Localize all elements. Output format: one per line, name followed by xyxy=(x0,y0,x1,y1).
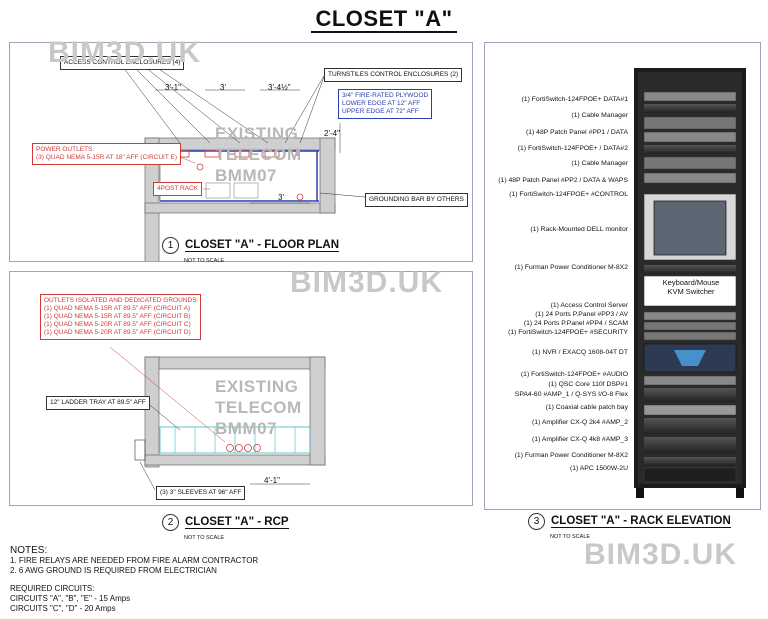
rack-title: CLOSET "A" - RACK ELEVATION xyxy=(551,515,731,528)
rack-label: (1) FortiSwitch-124FPOE+ #AUDIO xyxy=(520,371,628,378)
outlet-line-a: (1) QUAD NEMA 5-15R AT 89.5" AFF (CIRCUI… xyxy=(44,305,191,312)
existing-line-1: EXISTING xyxy=(215,124,299,143)
note-item: 2. 6 AWG GROUND IS REQUIRED FROM ELECTRI… xyxy=(10,566,217,575)
rack-label: (1) Rack-Mounted DELL monitor xyxy=(530,226,628,233)
rcp-panel: OUTLETS ISOLATED AND DEDICATED GROUNDS (… xyxy=(9,271,473,506)
dim-5: 3' xyxy=(278,193,284,202)
dim-4: 2'-4" xyxy=(324,129,340,138)
power-outlets-line-1: POWER OUTLETS xyxy=(36,146,93,153)
plywood-note: 3/4" FIRE-RATED PLYWOOD LOWER EDGE AT 12… xyxy=(338,89,433,119)
rcp-existing-telecom-label: EXISTING TELECOM BMM07 xyxy=(215,376,302,439)
note-item: 1. FIRE RELAYS ARE NEEDED FROM FIRE ALAR… xyxy=(10,556,259,565)
outlet-line-b: (1) QUAD NEMA 5-15R AT 89.5" AFF (CIRCUI… xyxy=(44,313,191,320)
outlets-note: OUTLETS ISOLATED AND DEDICATED GROUNDS (… xyxy=(40,294,201,340)
kvm-line-1: Keyboard/Mouse xyxy=(662,278,720,287)
sleeves-note: (3) 3" SLEEVES AT 96" AFF xyxy=(156,486,246,500)
power-outlets-note: POWER OUTLETS (3) QUAD NEMA 5-15R AT 18"… xyxy=(32,143,182,165)
rack-label: (1) QSC Core 110f DSP#1 xyxy=(548,381,628,388)
dim-1: 3'-1" xyxy=(165,83,181,92)
rcp-label: 2 CLOSET "A" - RCP NOT TO SCALE xyxy=(162,514,289,541)
rack-label: (1) Coaxial cable patch bay xyxy=(545,404,628,411)
rack-label: (1) Amplifier CX-Q 4k8 #AMP_3 xyxy=(532,436,628,443)
existing-line-3: BMM07 xyxy=(215,166,278,185)
rack-label: (1) 48P Patch Panel #PP1 / DATA xyxy=(525,129,628,136)
rack-label: (1) Cable Manager xyxy=(571,160,628,167)
required-circuit-item: CIRCUITS "A", "B", "E" - 15 Amps xyxy=(10,594,131,603)
notes-heading: NOTES: xyxy=(10,545,48,556)
ladder-tray-note: 12" LADDER TRAY AT 89.5" AFF xyxy=(46,396,150,410)
outlet-line-c: (1) QUAD NEMA 5-20R AT 89.5" AFF (CIRCUI… xyxy=(44,321,191,328)
label-number-3: 3 xyxy=(528,513,545,530)
rack-label: (1) 48P Patch Panel #PP2 / DATA & WAPS xyxy=(498,177,628,184)
dim-2: 3' xyxy=(220,83,226,92)
rcp-dim: 4'-1" xyxy=(264,476,280,485)
watermark: BIM3D.UK xyxy=(48,36,202,69)
rack-label: (1) FortiSwitch-124FPOE+ #CONTROL xyxy=(509,191,628,198)
rack-label: (1) FortiSwitch-124FPOE+ / DATA#2 xyxy=(517,145,628,152)
plywood-line-2: LOWER EDGE AT 12" AFF xyxy=(342,100,421,107)
rcp-drawing xyxy=(109,346,326,491)
rack-cabinet xyxy=(634,68,746,498)
page-title: CLOSET "A" xyxy=(0,6,768,33)
label-number-1: 1 xyxy=(162,237,179,254)
dim-3: 3'-4½" xyxy=(268,83,291,92)
rcp-existing-line-3: BMM07 xyxy=(215,419,278,438)
rcp-subtitle: NOT TO SCALE xyxy=(184,535,225,541)
floor-plan-label: 1 CLOSET "A" - FLOOR PLAN NOT TO SCALE xyxy=(162,237,340,264)
power-outlets-line-2: (3) QUAD NEMA 5-15R AT 18" AFF (CIRCUIT … xyxy=(36,154,178,161)
existing-line-2: TELECOM xyxy=(215,145,302,164)
floor-plan-title: CLOSET "A" - FLOOR PLAN xyxy=(185,239,340,252)
rack-label: SPA4-60 #AMP_1 / Q-SYS I/O-8 Flex xyxy=(514,391,628,398)
rack-label: (1) NVR / EXACQ 1608-04T DT xyxy=(532,349,628,356)
rack-label: (1) 24 Ports P.Panel #PP4 / SCAM xyxy=(523,320,628,327)
floor-plan-drawing xyxy=(119,62,366,261)
rack-label: (1) Amplifier CX-Q 2k4 #AMP_2 xyxy=(532,419,628,426)
kvm-label: Keyboard/Mouse KVM Switcher xyxy=(646,278,736,296)
watermark: BIM3D.UK xyxy=(290,266,444,299)
rack-label: (1) Access Control Server xyxy=(550,302,628,309)
floor-plan-subtitle: NOT TO SCALE xyxy=(184,258,225,264)
floor-plan-panel: ACCESS CONTROL ENCLOSURES (4) TURNSTILES… xyxy=(9,42,473,262)
rack-label: (1) Furman Power Conditioner M-8X2 xyxy=(514,452,628,459)
rack-subtitle: NOT TO SCALE xyxy=(550,534,591,540)
rack-label: (1) APC 1500W-2U xyxy=(569,465,628,472)
outlet-line-d: (1) QUAD NEMA 5-20R AT 89.5" AFF (CIRCUI… xyxy=(44,329,191,336)
turnstiles-note: TURNSTILES CONTROL ENCLOSURES (2) xyxy=(324,68,463,82)
plywood-line-1: 3/4" FIRE-RATED PLYWOOD xyxy=(342,92,429,99)
watermark: BIM3D.UK xyxy=(584,538,738,571)
rcp-existing-line-1: EXISTING xyxy=(215,377,299,396)
rack-label-block: 3 CLOSET "A" - RACK ELEVATION NOT TO SCA… xyxy=(528,513,731,540)
grounding-note: GROUNDING BAR BY OTHERS xyxy=(365,193,468,207)
rack-label: (1) FortiSwitch-124FPOE+ DATA#1 xyxy=(521,96,628,103)
label-number-2: 2 xyxy=(162,514,179,531)
required-circuit-item: CIRCUITS "C", "D" - 20 Amps xyxy=(10,604,116,613)
rack-label: (1) 24 Ports P.Panel #PP3 / AV xyxy=(535,311,628,318)
rack-label: (1) FortiSwitch-124FPOE+ #SECURITY xyxy=(508,329,628,336)
access-control-note: ACCESS CONTROL ENCLOSURES (4) xyxy=(60,56,185,70)
rack-note: 4POST RACK xyxy=(153,182,203,196)
plywood-line-3: UPPER EDGE AT 72" AFF xyxy=(342,108,419,115)
rcp-existing-line-2: TELECOM xyxy=(215,398,302,417)
rack-label: (1) Furman Power Conditioner M-8X2 xyxy=(514,264,628,271)
rack-label: (1) Cable Manager xyxy=(571,112,628,119)
required-circuits-heading: REQUIRED CIRCUITS: xyxy=(10,584,95,593)
kvm-line-2: KVM Switcher xyxy=(667,287,715,296)
rcp-title: CLOSET "A" - RCP xyxy=(185,516,289,529)
outlets-title: OUTLETS ISOLATED AND DEDICATED GROUNDS xyxy=(44,297,197,304)
existing-telecom-label: EXISTING TELECOM BMM07 xyxy=(215,123,302,186)
notes-block: NOTES: 1. FIRE RELAYS ARE NEEDED FROM FI… xyxy=(10,546,258,614)
